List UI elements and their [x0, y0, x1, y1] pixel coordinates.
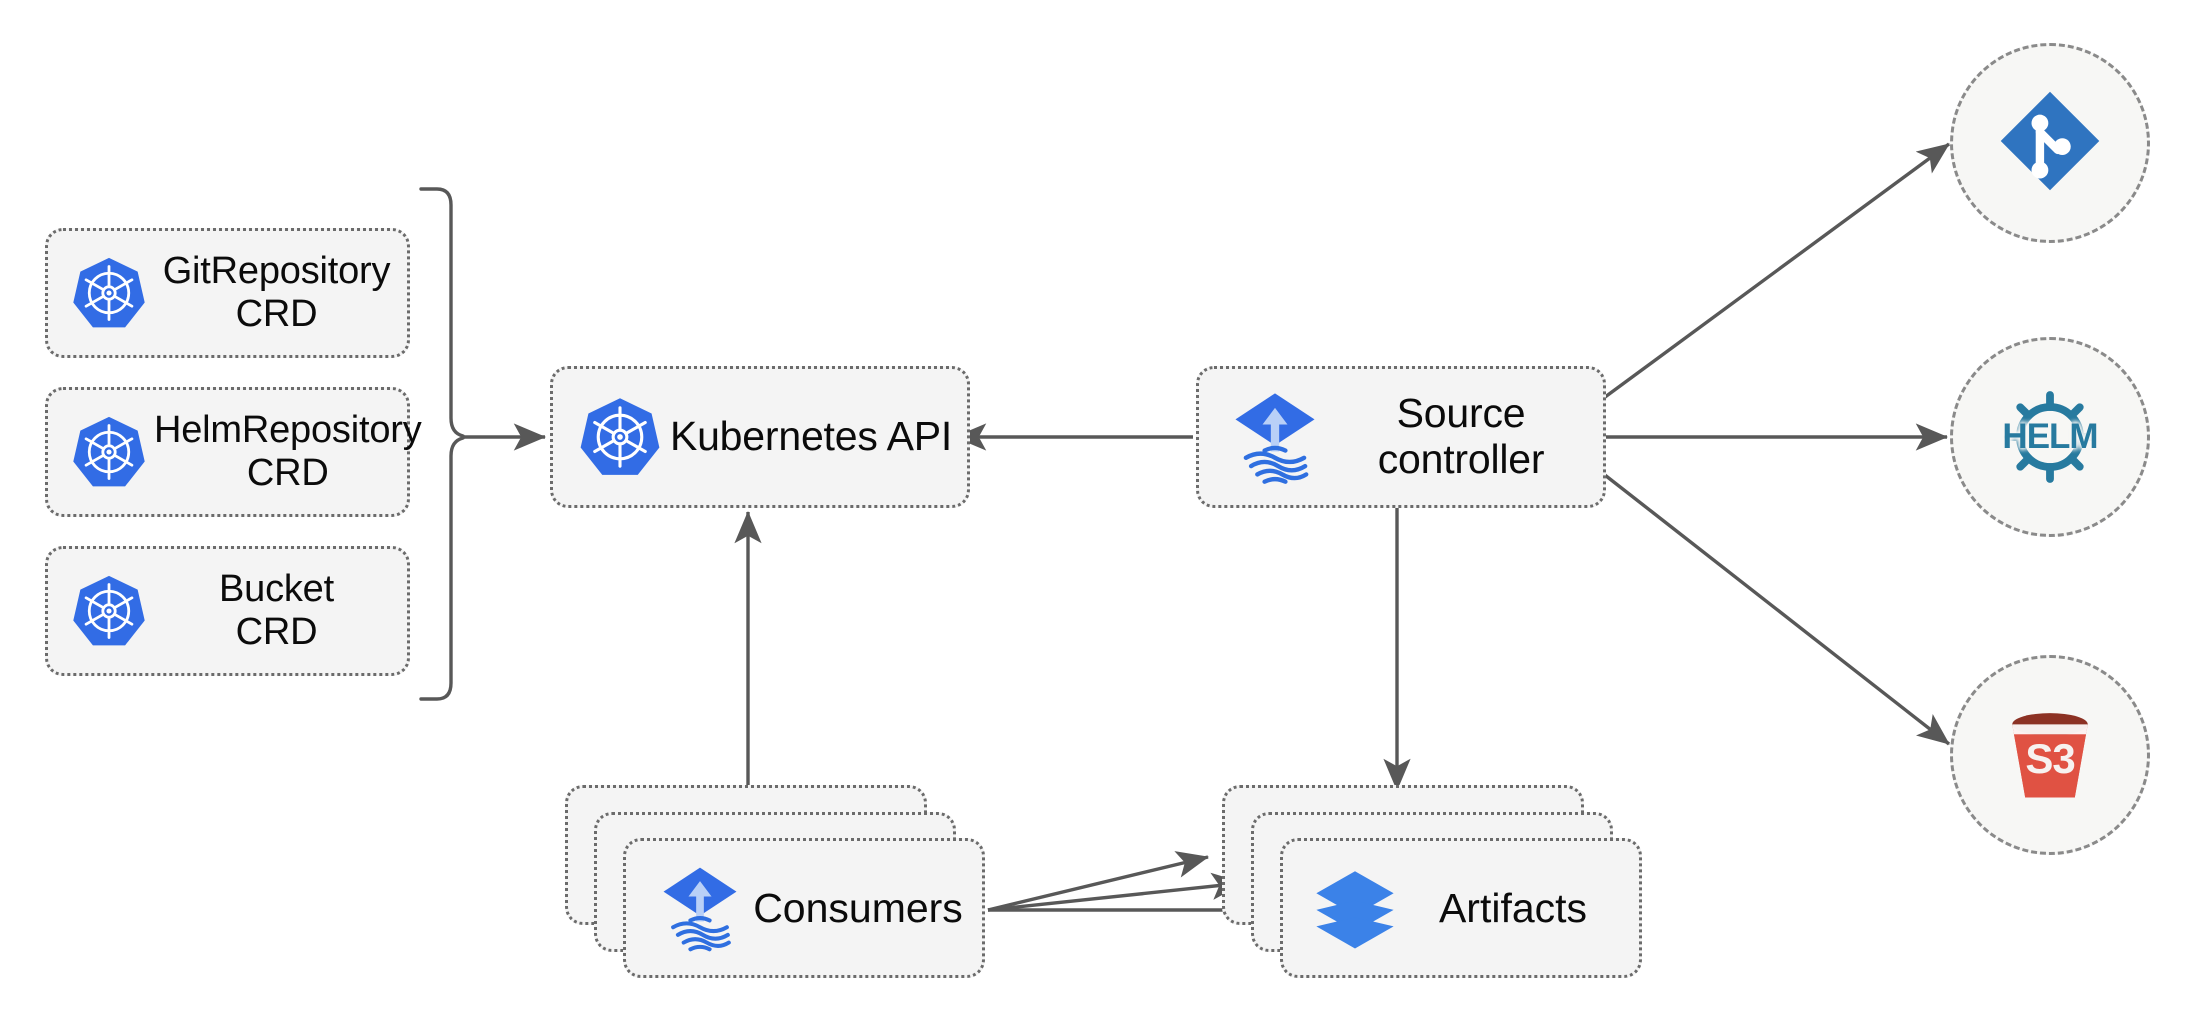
kubernetes-icon [70, 254, 148, 332]
kubernetes-icon [70, 572, 148, 650]
crd-card-bucket[interactable]: Bucket CRD [45, 546, 410, 676]
edge-source-to-git [1599, 142, 1951, 402]
source-controller-label: Source controller [1377, 390, 1545, 482]
source-controller-node[interactable]: Source controller [1196, 366, 1606, 508]
flux-source-icon [1223, 385, 1327, 489]
consumers-label: Consumers [753, 884, 963, 931]
consumers-stack[interactable]: Consumers [565, 785, 990, 985]
layers-icon [1309, 862, 1401, 954]
kubernetes-icon [577, 394, 663, 480]
artifacts-stack[interactable]: Artifacts [1222, 785, 1652, 985]
crd-card-helmrepository[interactable]: HelmRepository CRD [45, 387, 422, 517]
external-s3-circle[interactable]: S3 [1950, 655, 2150, 855]
helm-label: HELM [2002, 417, 2098, 456]
external-helm-circle[interactable]: HELM [1950, 337, 2150, 537]
edge-consumers-to-artifacts-2 [987, 872, 1245, 912]
external-git-circle[interactable] [1950, 43, 2150, 243]
kubernetes-api-label: Kubernetes API [669, 413, 953, 460]
edge-source-to-s3 [1599, 470, 1951, 746]
crd-card-label: HelmRepository CRD [154, 409, 422, 494]
edge-consumers-to-artifacts-1 [987, 851, 1209, 912]
crd-card-label: GitRepository CRD [162, 250, 391, 335]
consumers-card-front[interactable]: Consumers [623, 838, 985, 978]
git-icon [1994, 85, 2106, 202]
crd-card-label: Bucket CRD [219, 568, 334, 653]
s3-label: S3 [2025, 735, 2075, 782]
artifacts-label: Artifacts [1438, 884, 1588, 931]
helm-icon: HELM [1990, 377, 2110, 497]
kubernetes-icon [70, 413, 148, 491]
s3-bucket-icon: S3 [1991, 696, 2109, 814]
kubernetes-api-node[interactable]: Kubernetes API [550, 366, 970, 508]
crd-card-gitrepository[interactable]: GitRepository CRD [45, 228, 410, 358]
artifacts-card-front[interactable]: Artifacts [1280, 838, 1642, 978]
flux-source-icon [652, 860, 748, 956]
